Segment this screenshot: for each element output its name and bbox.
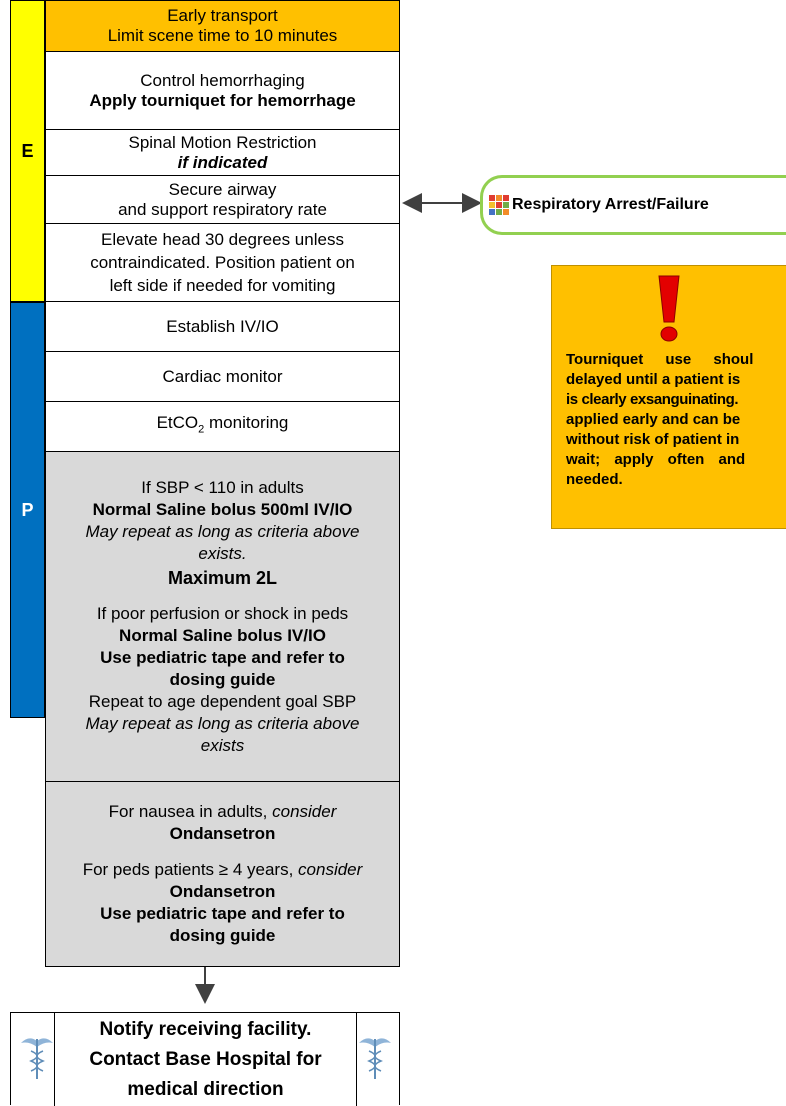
cardiac-monitor-box: Cardiac monitor (45, 352, 400, 402)
elevate-line-3: left side if needed for vomiting (109, 276, 336, 295)
notify-line-1: Notify receiving facility. (99, 1018, 312, 1040)
nausea-peds-tape-1: Use pediatric tape and refer to (100, 904, 345, 923)
fluids-adult-condition: If SBP < 110 in adults (141, 477, 304, 497)
fluids-peds-goal: Repeat to age dependent goal SBP (88, 691, 357, 711)
etco2-text: EtCO2 monitoring (157, 413, 289, 439)
callout-body: Tourniquet use shoul delayed until a pat… (552, 350, 786, 490)
callout-line: is clearly exsanguinating. (566, 391, 739, 408)
nausea-peds-drug: Ondansetron (169, 882, 276, 901)
establish-iv-box: Establish IV/IO (45, 302, 400, 352)
nausea-adult-cond-text: For nausea in adults, (108, 802, 273, 821)
nausea-box: For nausea in adults, consider Ondansetr… (45, 782, 400, 967)
nausea-peds-consider: consider (298, 860, 363, 879)
cardiac-text: Cardiac monitor (162, 366, 283, 386)
spinal-line-2: if indicated (177, 152, 268, 172)
notify-text: Notify receiving facility. Contact Base … (55, 1013, 356, 1106)
elevate-head-box: Elevate head 30 degrees unless contraind… (45, 224, 400, 302)
callout-line: delayed until a patient is (566, 371, 741, 388)
notify-line-2: Contact Base Hospital for (89, 1048, 322, 1070)
fluids-peds-drug: Normal Saline bolus IV/IO (119, 625, 326, 645)
early-transport-box: Early transport Limit scene time to 10 m… (45, 0, 400, 52)
nausea-adult-consider: consider (272, 802, 337, 821)
etco2-subscript: 2 (198, 423, 205, 436)
etco2-suffix: monitoring (204, 413, 289, 433)
fluids-adult-repeat-2: exists. (198, 543, 247, 563)
fluids-peds-tape-2: dosing guide (169, 669, 276, 689)
airway-line-1: Secure airway (168, 179, 277, 199)
respiratory-arrest-label: Respiratory Arrest/Failure (512, 196, 709, 213)
fluids-adult-drug: Normal Saline bolus 500ml IV/IO (92, 499, 353, 519)
control-hemorrhage-box: Control hemorrhaging Apply tourniquet fo… (45, 52, 400, 130)
tourniquet-warning-callout: Tourniquet use shoul delayed until a pat… (551, 265, 786, 529)
callout-line: without risk of patient in (566, 431, 740, 448)
elevate-line-2: contraindicated. Position patient on (90, 253, 355, 272)
spinal-line-1: Spinal Motion Restriction (128, 132, 317, 152)
callout-line: needed. (566, 471, 623, 488)
nausea-peds-cond-text: For peds patients ≥ 4 years, (82, 860, 299, 879)
nausea-peds-condition: For peds patients ≥ 4 years, consider (83, 859, 363, 881)
spinal-motion-box: Spinal Motion Restriction if indicated (45, 130, 400, 176)
notify-facility-box: Notify receiving facility. Contact Base … (10, 1012, 400, 1106)
callout-line: wait; apply often and (566, 451, 746, 468)
etco2-prefix: EtCO (156, 413, 199, 433)
callout-line: applied early and can be (566, 411, 741, 428)
secure-airway-box: Secure airway and support respiratory ra… (45, 176, 400, 224)
grid-protocol-icon (489, 195, 509, 215)
p-phase-letter: P (21, 499, 34, 520)
e-phase-bar: E (10, 0, 45, 302)
fluids-maximum: Maximum 2L (167, 567, 278, 588)
etco2-monitoring-box: EtCO2 monitoring (45, 402, 400, 452)
fluids-peds-tape-1: Use pediatric tape and refer to (100, 647, 345, 667)
transport-line-2: Limit scene time to 10 minutes (107, 26, 338, 45)
notify-line-3: medical direction (127, 1078, 284, 1100)
e-phase-letter: E (21, 140, 34, 161)
p-phase-bar: P (10, 302, 45, 718)
nausea-adult-condition: For nausea in adults, consider (109, 801, 337, 823)
elevate-line-1: Elevate head 30 degrees unless (101, 230, 344, 249)
fluids-peds-condition: If poor perfusion or shock in peds (96, 603, 349, 623)
caduceus-icon (19, 1013, 55, 1106)
exclamation-icon (552, 266, 786, 350)
fluid-bolus-box: If SBP < 110 in adults Normal Saline bol… (45, 452, 400, 782)
fluids-peds-repeat-2: exists (200, 735, 245, 755)
fluids-adult-repeat-1: May repeat as long as criteria above (85, 521, 360, 541)
airway-line-2: and support respiratory rate (118, 199, 327, 219)
nausea-adult-drug: Ondansetron (169, 824, 276, 843)
respiratory-arrest-link[interactable]: Respiratory Arrest/Failure (480, 175, 786, 235)
transport-line-1: Early transport (167, 6, 278, 25)
callout-line: Tourniquet use shoul (566, 351, 754, 368)
hemorrhage-line-1: Control hemorrhaging (140, 70, 305, 90)
hemorrhage-line-2: Apply tourniquet for hemorrhage (89, 90, 356, 110)
iv-text: Establish IV/IO (166, 316, 279, 336)
fluids-peds-repeat-1: May repeat as long as criteria above (85, 713, 360, 733)
caduceus-icon (356, 1013, 392, 1106)
nausea-peds-tape-2: dosing guide (169, 926, 276, 945)
